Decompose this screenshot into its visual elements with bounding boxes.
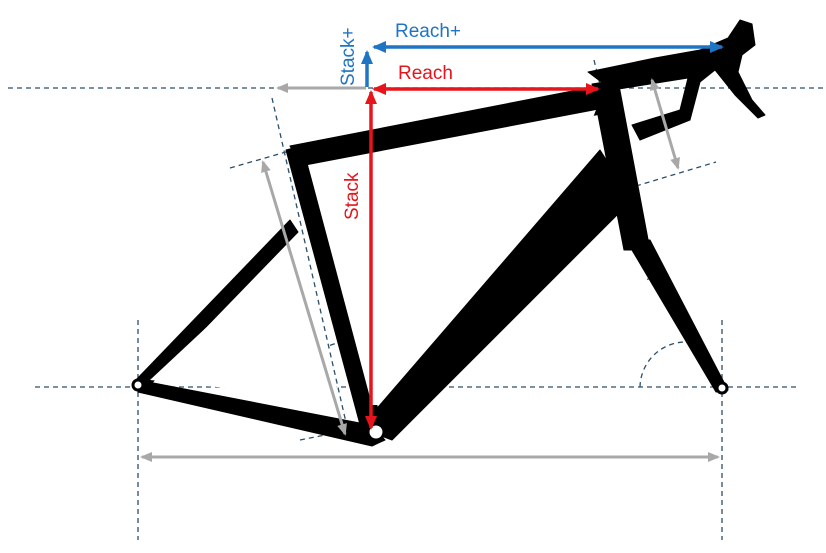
- rear-dropout: [131, 378, 145, 392]
- frame-main-triangle-gap: [308, 110, 596, 405]
- reach-plus-label: Reach+: [395, 21, 461, 42]
- reach-label: Reach: [398, 63, 453, 84]
- seat-tube-length-arrow: [261, 160, 347, 436]
- front-dropout: [715, 381, 729, 395]
- stack-label: Stack: [342, 172, 363, 220]
- seat-tube-top-perpendicular: [229, 147, 301, 169]
- stack-plus-label: Stack+: [338, 27, 359, 86]
- head-tube-length-arrow: [650, 78, 680, 170]
- head-angle-arc: [639, 341, 689, 388]
- fork: [625, 239, 729, 393]
- head-tube-bottom-perpendicular: [635, 161, 717, 187]
